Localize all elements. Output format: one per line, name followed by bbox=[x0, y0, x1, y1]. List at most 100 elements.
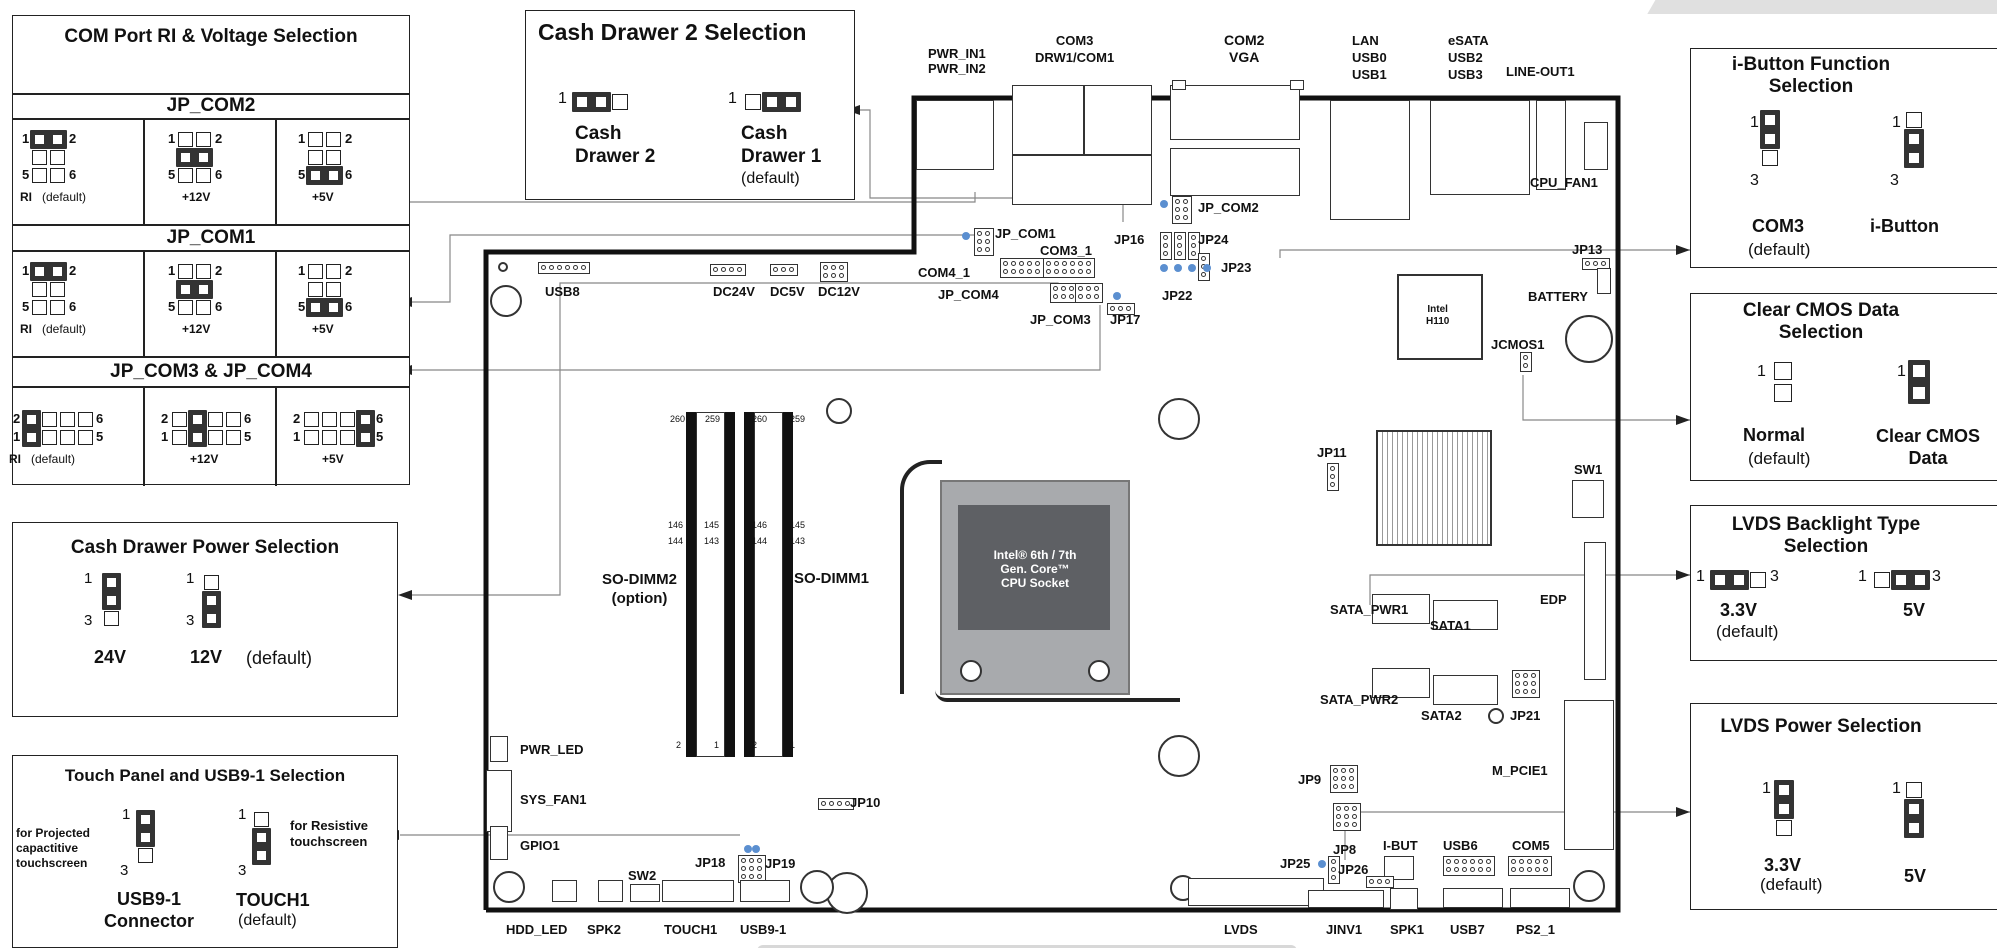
option-note: for Resistive touchscreen bbox=[290, 818, 369, 849]
text-label: 2 bbox=[345, 263, 353, 278]
sata-pwr2-connector bbox=[1372, 668, 1430, 698]
text-label: 5 bbox=[168, 299, 176, 314]
pin-dot bbox=[1349, 784, 1354, 789]
jumper-pin bbox=[32, 300, 47, 315]
text-label: 1 bbox=[728, 90, 737, 107]
pin-dot bbox=[1352, 814, 1357, 819]
pin-dot bbox=[839, 273, 844, 278]
board-label: JP23 bbox=[1221, 260, 1252, 275]
jumper-pin-shorted bbox=[577, 97, 587, 107]
marker-dot bbox=[1318, 860, 1326, 868]
pin-dot bbox=[1035, 269, 1040, 274]
jumper-pin bbox=[208, 412, 223, 427]
jumper-pin bbox=[1906, 112, 1922, 128]
so-dimm-bar bbox=[744, 412, 754, 757]
text-label: (default) bbox=[1716, 622, 1779, 641]
pin-dot bbox=[1053, 286, 1058, 291]
pin-dot bbox=[1183, 215, 1188, 220]
pin-dot bbox=[1470, 859, 1475, 864]
jp16-header bbox=[1160, 232, 1172, 260]
jp-com2-heading: JP_COM2 bbox=[166, 95, 256, 116]
board-label: SATA_PWR1 bbox=[1330, 602, 1409, 617]
marker-dot bbox=[1160, 264, 1168, 272]
board-label: COM5 bbox=[1512, 838, 1550, 853]
text-label: i-Button bbox=[1870, 216, 1939, 236]
marker-dot bbox=[752, 845, 760, 853]
text-label: 6 bbox=[215, 167, 223, 182]
text-label: 1 bbox=[22, 131, 30, 146]
mounting-hole-large bbox=[1158, 735, 1200, 777]
option-note: for Projected capactitive touchscreen bbox=[16, 826, 91, 870]
jumper-pin-shorted bbox=[53, 135, 62, 144]
board-label: JINV1 bbox=[1326, 922, 1363, 937]
pin-dot bbox=[1054, 261, 1059, 266]
mounting-hole-large bbox=[1158, 398, 1200, 440]
pin-dot bbox=[1191, 251, 1196, 256]
board-label: 143 bbox=[704, 536, 720, 546]
pin-dot bbox=[1333, 784, 1338, 789]
pin-dot bbox=[1177, 235, 1182, 240]
pin-dot bbox=[1523, 689, 1528, 694]
jumper-pin-shorted bbox=[199, 153, 208, 162]
jumper-pin-shorted bbox=[199, 285, 208, 294]
board-label: DC5V bbox=[770, 284, 805, 299]
jumper-cap bbox=[176, 148, 213, 167]
pin-dot bbox=[1069, 294, 1074, 299]
pin-dot bbox=[1527, 867, 1532, 872]
pin-dot bbox=[1486, 867, 1491, 872]
pin-dot bbox=[1191, 243, 1196, 248]
text-label: 1 bbox=[84, 570, 93, 587]
pin-dot bbox=[1183, 207, 1188, 212]
jumper-pin-shorted bbox=[107, 596, 116, 605]
board-label: COM2 VGA bbox=[1224, 32, 1265, 65]
board-label: COM3 DRW1/COM1 bbox=[1035, 33, 1115, 65]
jumper-pin bbox=[326, 282, 341, 297]
mounting-hole-large bbox=[490, 285, 522, 317]
text-label: 6 bbox=[96, 411, 104, 426]
jumper-pin bbox=[172, 412, 187, 427]
pin-dot bbox=[837, 801, 842, 806]
text-label: 6 bbox=[345, 167, 353, 182]
pin-dot bbox=[1330, 474, 1335, 479]
pin-dot bbox=[1341, 768, 1346, 773]
pin-dot bbox=[1019, 261, 1024, 266]
usb9-1-header bbox=[740, 880, 790, 902]
text-label: +12V bbox=[182, 322, 211, 336]
dc12v-header bbox=[820, 262, 848, 282]
jumper-pin-shorted bbox=[1909, 804, 1919, 814]
pin-dot bbox=[1486, 859, 1491, 864]
jumper-pin bbox=[60, 430, 75, 445]
jumper-pin-shorted bbox=[1909, 823, 1919, 833]
jumper-cap bbox=[188, 410, 207, 447]
pin-dot bbox=[823, 273, 828, 278]
marker-dot bbox=[1188, 264, 1196, 272]
board-label: JP26 bbox=[1338, 862, 1369, 877]
text-label: 1 bbox=[1757, 363, 1766, 380]
cpu-fan-header bbox=[1584, 122, 1608, 170]
jp13-header bbox=[1582, 258, 1610, 270]
text-label: 6 bbox=[215, 299, 223, 314]
jumper-pin-shorted bbox=[27, 415, 36, 424]
jumper-cap bbox=[102, 573, 121, 610]
jumper-pin bbox=[322, 412, 337, 427]
jp-com4-header bbox=[1050, 283, 1078, 303]
text-label: (default) bbox=[1760, 875, 1823, 894]
jumper-pin bbox=[308, 132, 323, 147]
jumper-pin bbox=[308, 282, 323, 297]
battery-holder bbox=[1597, 268, 1611, 294]
jumper-pin-shorted bbox=[1909, 153, 1919, 163]
pin-dot bbox=[1094, 294, 1099, 299]
pin-dot bbox=[985, 247, 990, 252]
pin-dot bbox=[1110, 306, 1115, 311]
pin-dot bbox=[1183, 199, 1188, 204]
option-label: Cash Drawer 2 bbox=[575, 123, 656, 167]
text-label: +5V bbox=[312, 322, 334, 336]
jumper-pin-shorted bbox=[1765, 115, 1775, 125]
jumper-pin bbox=[304, 412, 319, 427]
pin-dot bbox=[1531, 689, 1536, 694]
board-label: SO-DIMM1 bbox=[794, 570, 869, 587]
text-label: RI bbox=[9, 452, 21, 466]
usb6-header bbox=[1443, 856, 1495, 876]
pin-dot bbox=[977, 239, 982, 244]
